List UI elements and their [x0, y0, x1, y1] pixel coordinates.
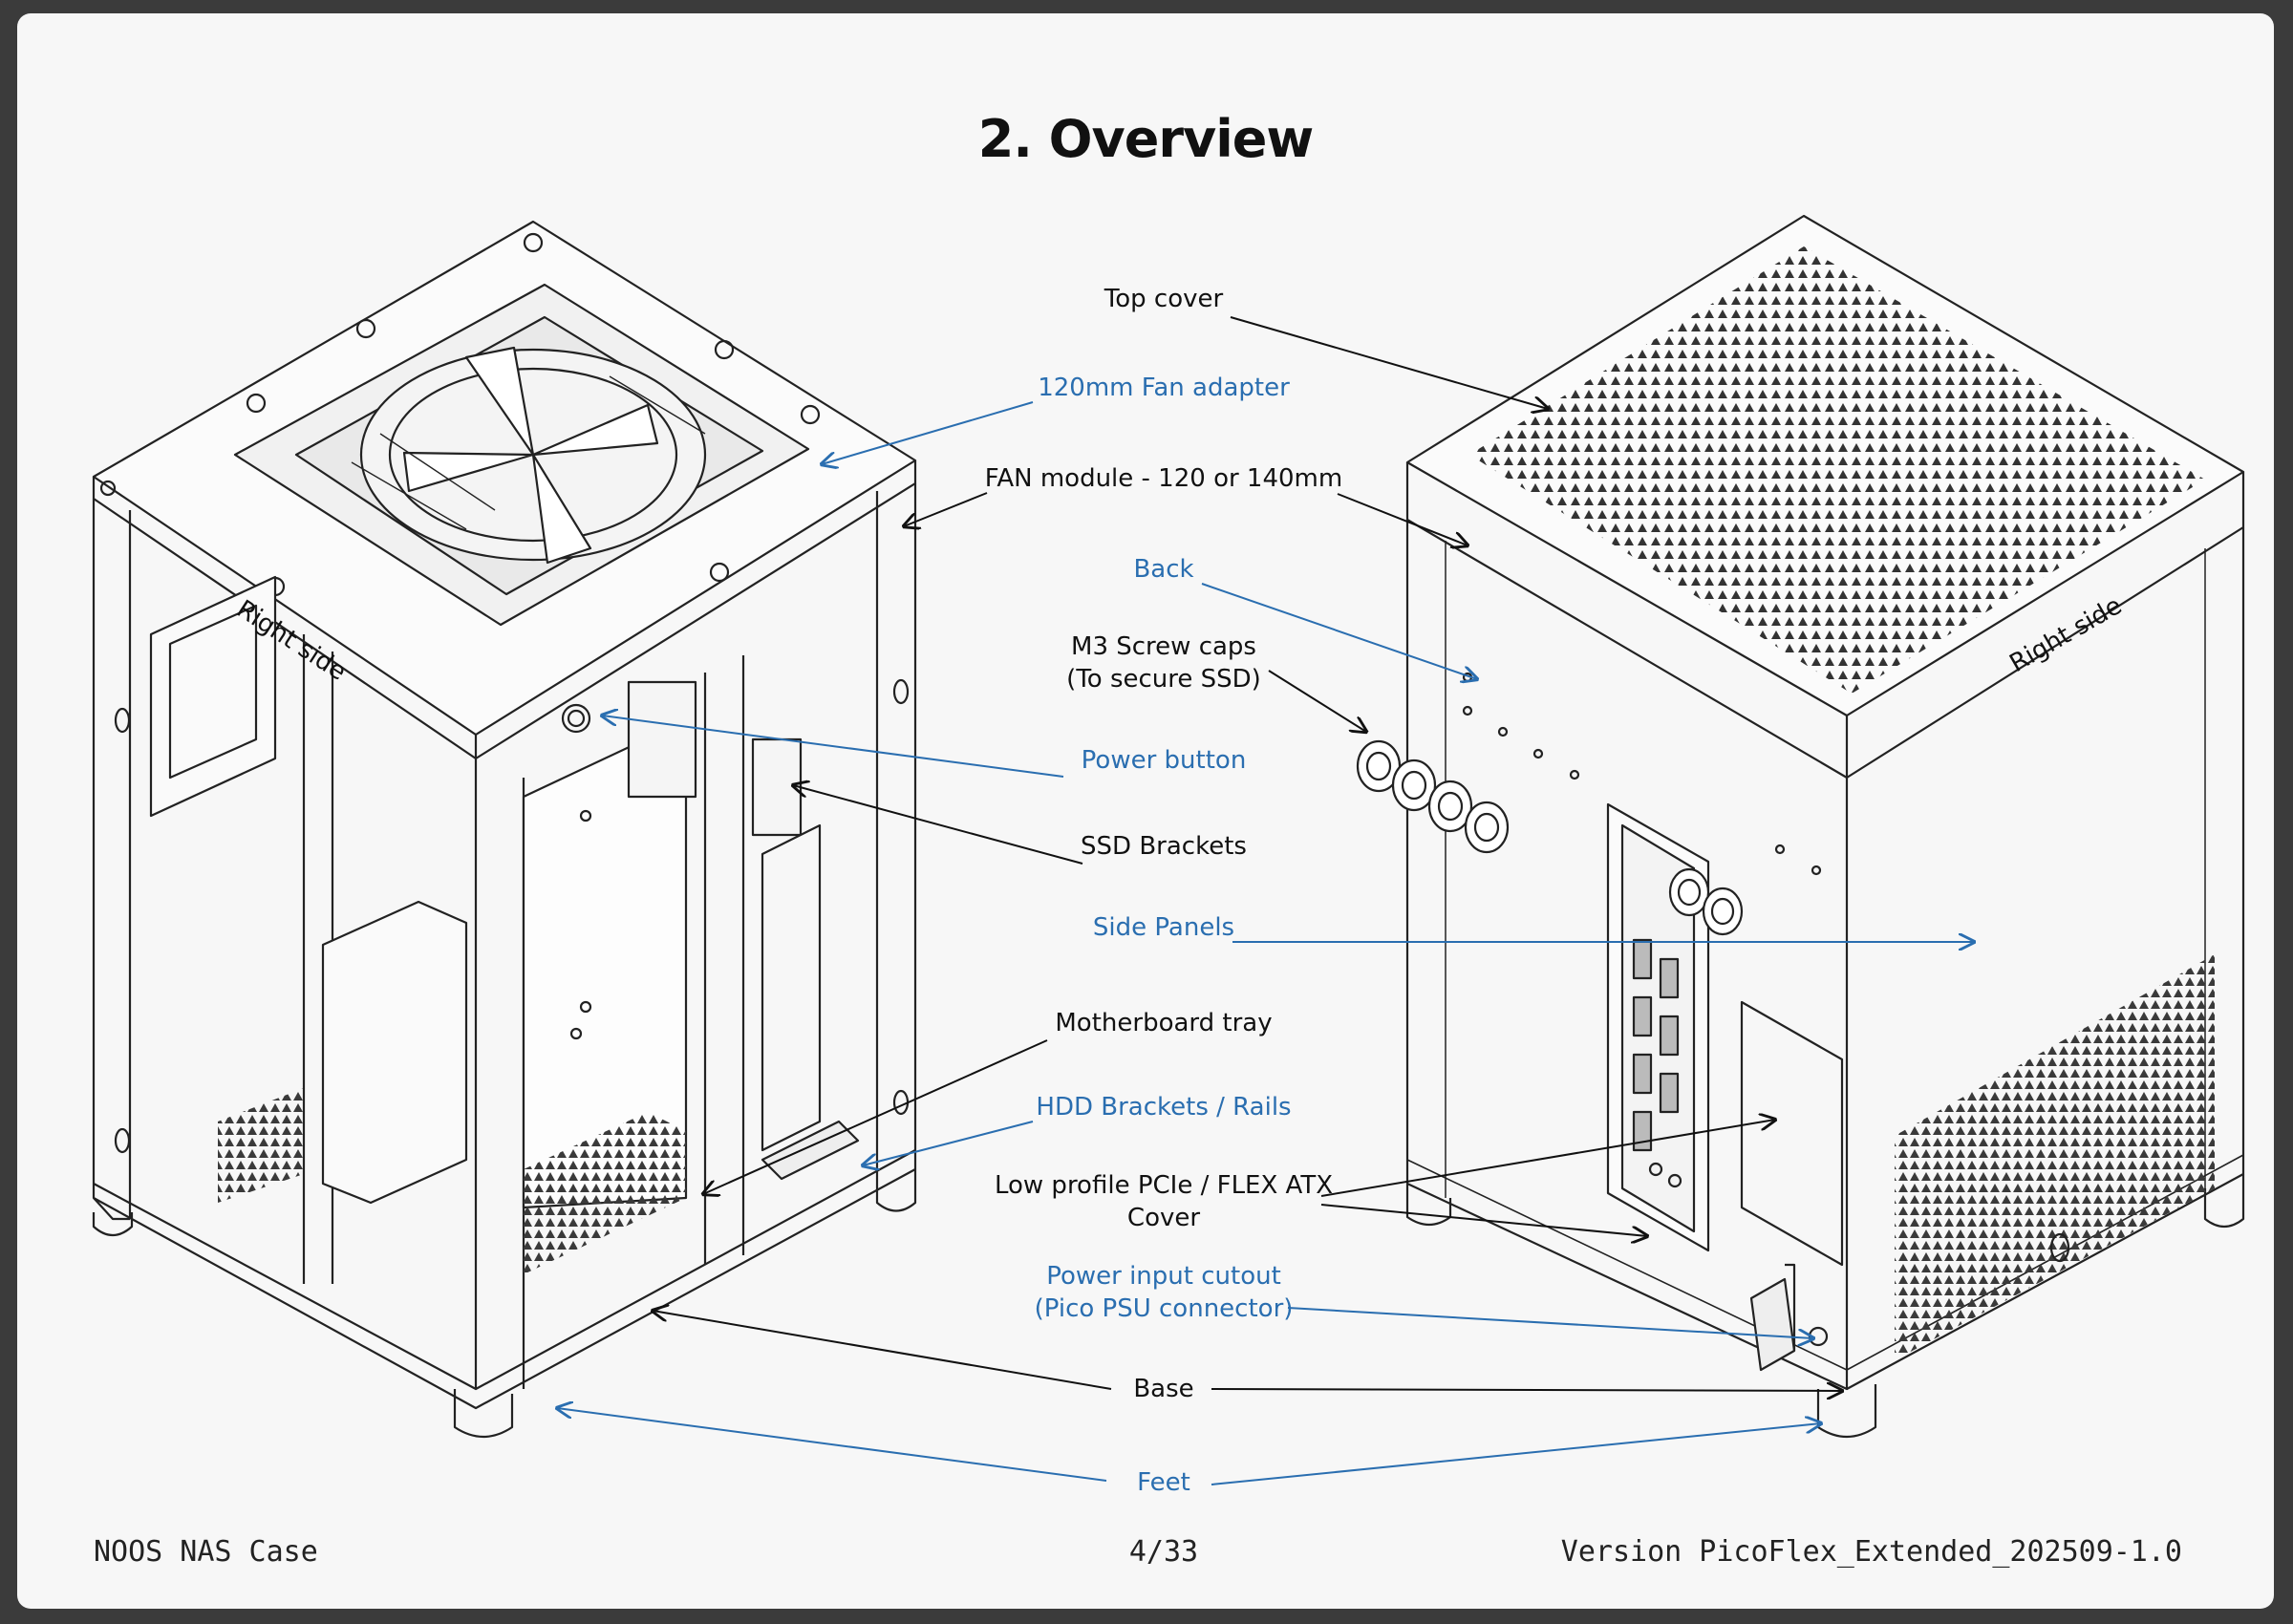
callout-fan-adapter: 120mm Fan adapter [1038, 374, 1290, 402]
callout-m3-caps-line2: (To secure SSD) [1066, 665, 1261, 694]
callout-side-panels: Side Panels [1092, 913, 1235, 942]
footer-page-number: 4/33 [1128, 1535, 1199, 1569]
callout-m3-caps-line1: M3 Screw caps [1071, 632, 1256, 661]
leader-top-cover [1230, 316, 1548, 409]
case-illustration: Right side [92, 214, 2245, 1485]
callout-fan-module: FAN module - 120 or 140mm [984, 464, 1343, 493]
leader-base-left [653, 1311, 1112, 1390]
leader-power-button [602, 716, 1064, 778]
callout-pcie-cover-line2: Cover [1126, 1204, 1201, 1232]
callout-m3-caps: M3 Screw caps (To secure SSD) [1049, 630, 1278, 695]
leader-ssd-brackets [793, 785, 1083, 865]
leader-pcie-cover-a [1320, 1120, 1775, 1197]
callout-back: Back [1133, 555, 1194, 584]
footer-version: Version PicoFlex_Extended_202509-1.0 [1560, 1535, 2182, 1569]
callout-power-input: Power input cutout (Pico PSU connector) [1020, 1260, 1307, 1325]
leader-m3-caps [1268, 670, 1366, 732]
callout-pcie-cover-line1: Low profile PCIe / FLEX ATX [994, 1171, 1334, 1200]
leader-power-input [1287, 1307, 1813, 1338]
left-case-open-view [92, 220, 917, 1438]
callout-pcie-cover: Low profile PCIe / FLEX ATX Cover [992, 1169, 1336, 1234]
footer-product-name: NOOS NAS Case [94, 1535, 318, 1569]
callout-feet: Feet [1137, 1468, 1190, 1497]
callout-hdd-brackets: HDD Brackets / Rails [1036, 1093, 1292, 1122]
callout-leaders [557, 316, 1974, 1485]
leader-motherboard-tray [703, 1039, 1048, 1194]
page-title: 2. Overview [977, 109, 1314, 169]
leader-hdd-brackets [863, 1121, 1034, 1165]
callout-power-input-line2: (Pico PSU connector) [1034, 1294, 1294, 1323]
leader-base-right [1211, 1389, 1842, 1391]
leader-back [1201, 583, 1477, 679]
callout-power-input-line1: Power input cutout [1046, 1262, 1281, 1291]
callout-top-cover: Top cover [1104, 285, 1224, 313]
callout-motherboard-tray: Motherboard tray [1055, 1009, 1273, 1037]
leader-fan-module-right [1337, 493, 1468, 545]
leader-feet-left [557, 1408, 1107, 1482]
leader-fan-module-left [904, 492, 988, 526]
right-case-closed-view [1356, 214, 2245, 1438]
manual-page: 2. Overview [17, 13, 2274, 1609]
callout-power-button: Power button [1081, 746, 1247, 775]
leader-feet-right [1211, 1423, 1821, 1485]
leader-fan-adapter [822, 401, 1034, 464]
leader-pcie-cover-b [1320, 1204, 1647, 1236]
callout-base: Base [1133, 1375, 1194, 1403]
callout-ssd-brackets: SSD Brackets [1081, 832, 1247, 861]
